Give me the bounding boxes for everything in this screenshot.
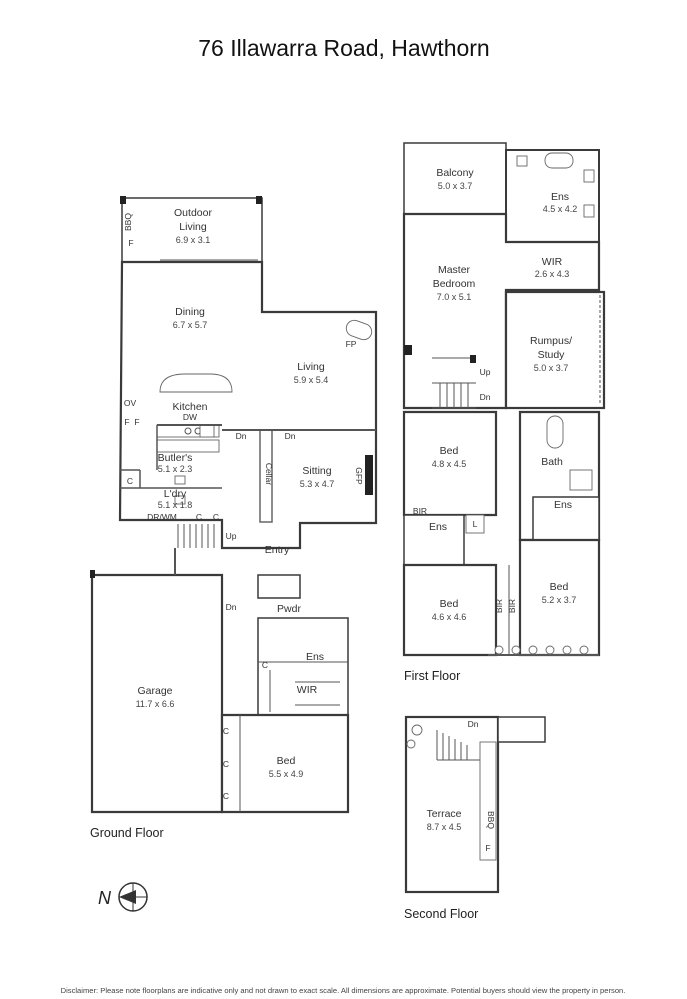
rumpus-walls — [504, 290, 606, 410]
garage-label: Garage — [137, 685, 172, 697]
master-wir-dim: 2.6 x 4.3 — [535, 269, 570, 279]
ground-bed-label: Bed — [277, 755, 296, 767]
bir-label-b: BIR — [494, 599, 504, 613]
first-floor-plan — [402, 142, 606, 657]
ens-a-label: Ens — [429, 521, 447, 533]
ens-b-label: Ens — [554, 499, 572, 511]
outdoor-living-dim: 6.9 x 3.1 — [176, 235, 211, 245]
disclaimer-text: Disclaimer: Please note floorplans are i… — [61, 986, 626, 995]
outdoor-living-label-2: Living — [179, 221, 207, 233]
master-bedroom-dim: 7.0 x 5.1 — [437, 292, 472, 302]
dn-label-garage: Dn — [226, 602, 237, 612]
master-ens-dim: 4.5 x 4.2 — [543, 204, 578, 214]
bir-label-c: BIR — [507, 599, 517, 613]
first-floor-label: First Floor — [404, 669, 460, 683]
compass-north-letter: N — [98, 888, 112, 908]
cupboard-label-l2: C — [213, 512, 219, 522]
second-floor-plan — [404, 715, 546, 894]
balcony-label: Balcony — [436, 167, 474, 179]
property-title: 76 Illawarra Road, Hawthorn — [198, 35, 489, 61]
garage-cupboard-2: C — [223, 759, 229, 769]
fireplace-label: FP — [346, 339, 357, 349]
outdoor-living-label-1: Outdoor — [174, 207, 212, 219]
dishwasher-label: DW — [183, 412, 197, 422]
compass-icon — [118, 882, 148, 912]
bed-c-dim: 5.2 x 3.7 — [542, 595, 577, 605]
ground-floor-plan — [90, 196, 378, 814]
sitting-dim: 5.3 x 4.7 — [300, 479, 335, 489]
bed-b-label: Bed — [440, 598, 459, 610]
fridge-label-1: F — [124, 417, 129, 427]
fridge-label-ground: F — [128, 238, 133, 248]
ground-bed-walls — [220, 713, 350, 814]
master-ens-label: Ens — [551, 191, 569, 203]
stair-dn-label-first: Dn — [480, 392, 491, 402]
bed-a-dim: 4.8 x 4.5 — [432, 459, 467, 469]
rumpus-dim: 5.0 x 3.7 — [534, 363, 569, 373]
ground-wir-label: WIR — [297, 684, 318, 696]
cupboard-label-l1: C — [196, 512, 202, 522]
entry-label: Entry — [265, 544, 290, 556]
bbq-label-ground: BBQ — [123, 213, 133, 231]
balcony-dim: 5.0 x 3.7 — [438, 181, 473, 191]
balcony-area — [403, 142, 507, 215]
bbq-label-terrace: BBQ — [486, 811, 496, 829]
laundry-dim: 5.1 x 1.8 — [158, 500, 193, 510]
dn-label-kitchen: Dn — [236, 431, 247, 441]
oven-label: OV — [124, 398, 137, 408]
bed-b-dim: 4.6 x 4.6 — [432, 612, 467, 622]
linen-label: L — [473, 519, 478, 529]
rumpus-label-1: Rumpus/ — [530, 335, 572, 347]
dining-dim: 6.7 x 5.7 — [173, 320, 208, 330]
butlers-label: Butler's — [158, 452, 193, 464]
laundry-label: L'dry — [164, 488, 187, 500]
stair-up-label-first: Up — [480, 367, 491, 377]
powder-label: Pwdr — [277, 603, 301, 615]
garage-cupboard-1: C — [223, 726, 229, 736]
bed-a-label: Bed — [440, 445, 459, 457]
living-dim: 5.9 x 5.4 — [294, 375, 329, 385]
cupboard-label-laundry: C — [127, 476, 133, 486]
living-label: Living — [297, 361, 325, 373]
dryer-washer-label: DR/WM — [147, 512, 177, 522]
bath-label: Bath — [541, 456, 563, 468]
second-floor-label: Second Floor — [404, 907, 478, 921]
ground-floor-label: Ground Floor — [90, 826, 164, 840]
kitchen-label: Kitchen — [172, 401, 207, 413]
ground-cupboard-label: C — [262, 660, 268, 670]
gas-fireplace-label: GFP — [354, 467, 364, 485]
dining-label: Dining — [175, 306, 205, 318]
stair-dn-label-second: Dn — [468, 719, 479, 729]
sitting-label: Sitting — [302, 465, 331, 477]
garage-dim: 11.7 x 6.6 — [136, 699, 175, 709]
ground-bed-dim: 5.5 x 4.9 — [269, 769, 304, 779]
terrace-dim: 8.7 x 4.5 — [427, 822, 462, 832]
cellar-label: Cellar — [264, 463, 274, 485]
terrace-label: Terrace — [426, 808, 461, 820]
rumpus-label-2: Study — [538, 349, 566, 361]
master-bedroom-label-1: Master — [438, 264, 471, 276]
master-bedroom-label-2: Bedroom — [433, 278, 476, 290]
bed-c-label: Bed — [550, 581, 569, 593]
fridge-label-2: F — [134, 417, 139, 427]
butlers-dim: 5.1 x 2.3 — [158, 464, 193, 474]
stair-up-label-ground: Up — [226, 531, 237, 541]
master-wir-label: WIR — [542, 256, 563, 268]
fridge-label-terrace: F — [485, 843, 490, 853]
dn-label-living: Dn — [285, 431, 296, 441]
outdoor-living-area — [121, 197, 263, 263]
ground-ens-label: Ens — [306, 651, 324, 663]
garage-cupboard-3: C — [223, 791, 229, 801]
bir-label-a: BIR — [413, 506, 427, 516]
